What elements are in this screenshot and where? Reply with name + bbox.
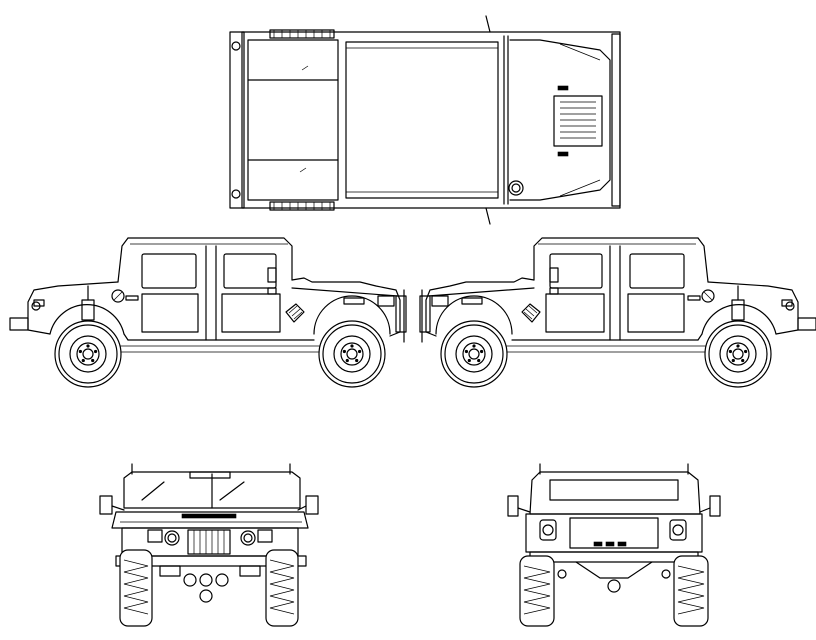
rear-view	[507, 463, 721, 627]
left-side-view	[10, 238, 406, 387]
right-side-view	[420, 238, 816, 387]
top-view	[229, 15, 621, 225]
front-view	[99, 463, 319, 627]
